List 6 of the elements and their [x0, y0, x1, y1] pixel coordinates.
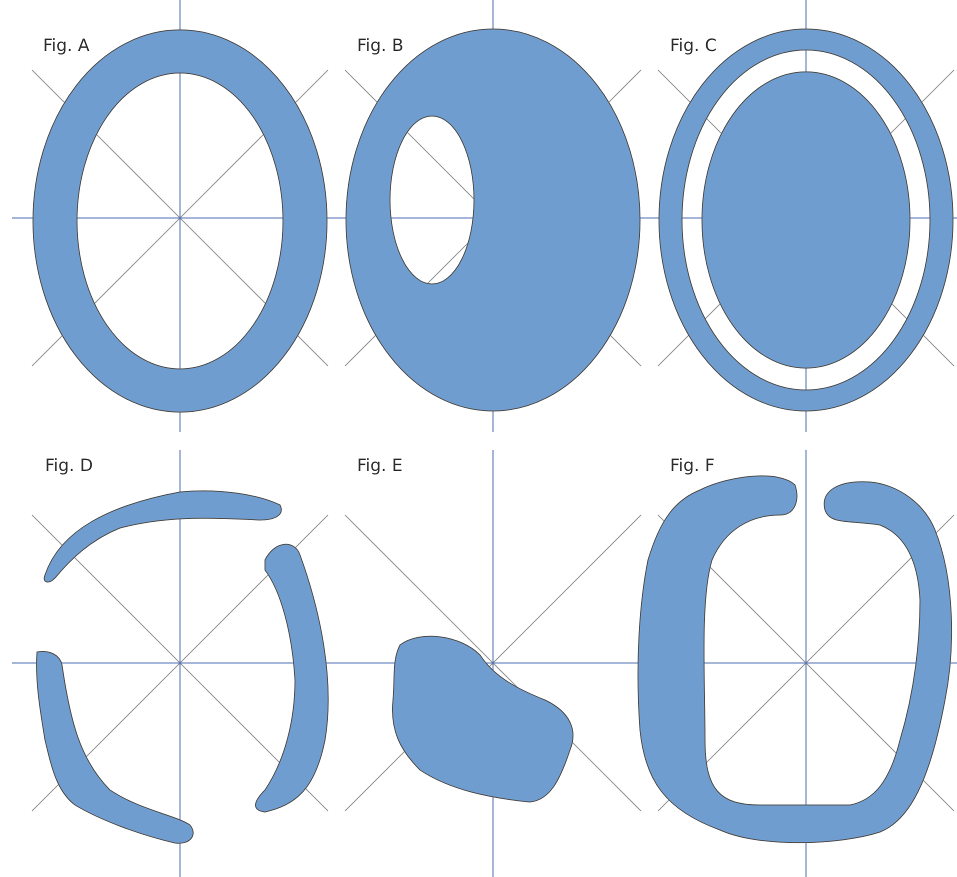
figure-label: Fig. C — [670, 38, 717, 55]
figure-label: Fig. B — [357, 38, 404, 55]
figure-label: Fig. D — [45, 458, 93, 475]
figure-label: Fig. F — [670, 458, 715, 475]
figure-label: Fig. E — [357, 458, 403, 475]
figure-label: Fig. A — [43, 38, 90, 55]
